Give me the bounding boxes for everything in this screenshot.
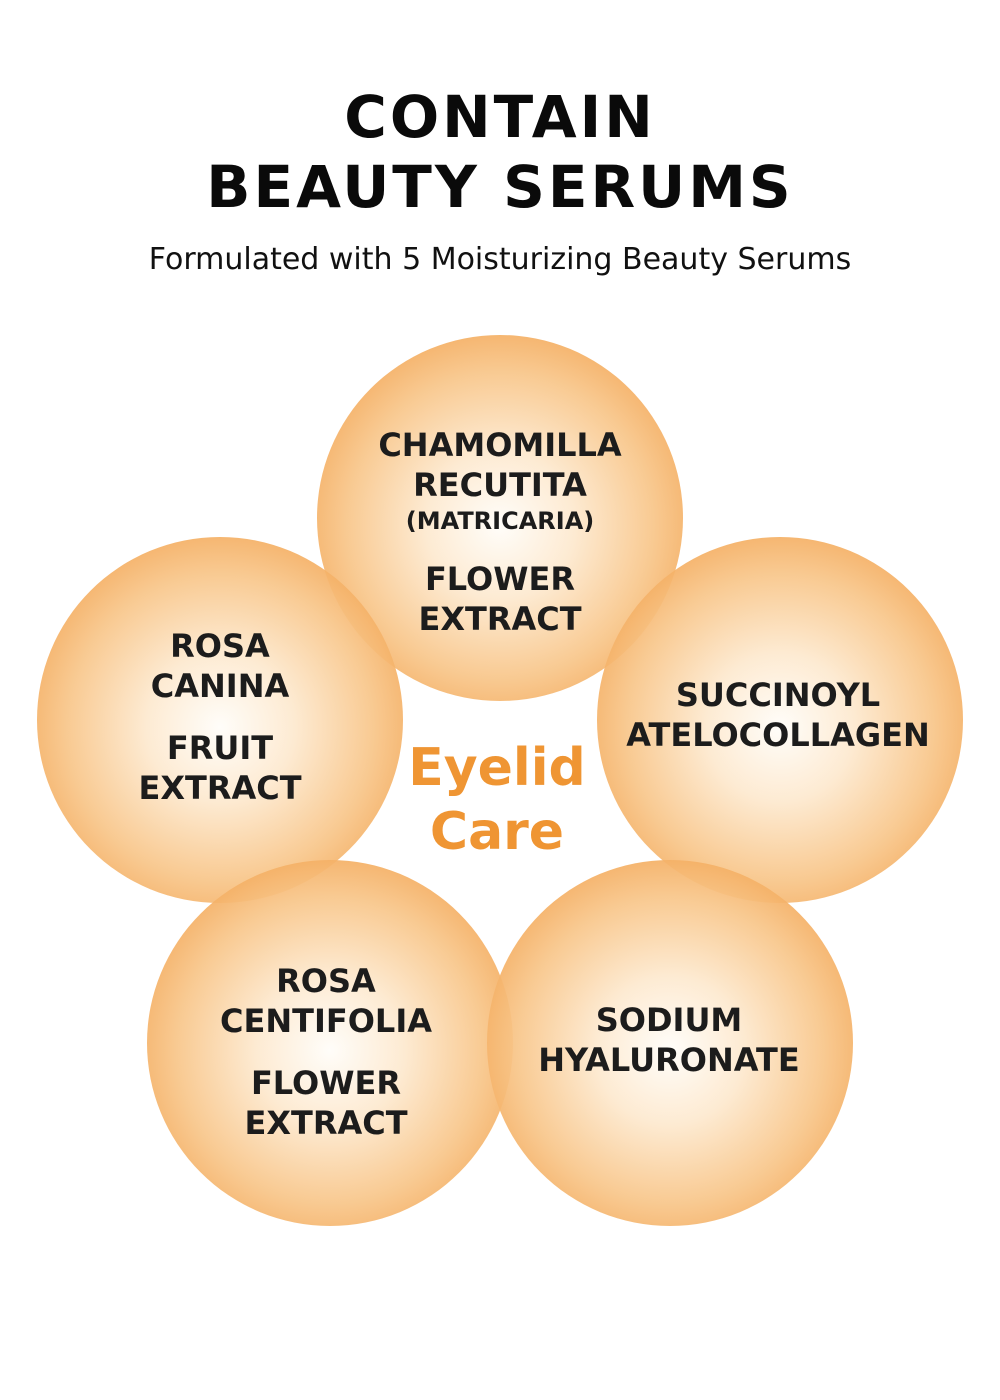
label-rosa-centifolia: ROSA CENTIFOLIA FLOWER EXTRACT bbox=[220, 961, 432, 1143]
label-line: HYALURONATE bbox=[538, 1041, 800, 1079]
label-line: RECUTITA bbox=[413, 466, 587, 504]
title-line-1: CONTAIN bbox=[344, 83, 656, 151]
label-succinoyl: SUCCINOYL ATELOCOLLAGEN bbox=[626, 675, 930, 755]
label-note: (MATRICARIA) bbox=[405, 507, 595, 535]
center-line-1: Eyelid bbox=[408, 738, 586, 798]
circle-rosa-canina bbox=[37, 537, 403, 903]
label-line: EXTRACT bbox=[138, 769, 302, 807]
label-line: CENTIFOLIA bbox=[220, 1002, 432, 1040]
label-line: SUCCINOYL bbox=[675, 676, 881, 714]
label-line: ROSA bbox=[276, 962, 376, 1000]
label-line: CHAMOMILLA bbox=[378, 426, 622, 464]
label-line: FRUIT bbox=[166, 729, 274, 767]
label-line: ATELOCOLLAGEN bbox=[626, 716, 930, 754]
circle-succinoyl bbox=[597, 537, 963, 903]
label-chamomilla: CHAMOMILLA RECUTITA (MATRICARIA) FLOWER … bbox=[378, 425, 621, 639]
label-sodium: SODIUM HYALURONATE bbox=[538, 1000, 799, 1080]
label-line: EXTRACT bbox=[418, 600, 582, 638]
circle-sodium bbox=[487, 860, 853, 1226]
label-line: EXTRACT bbox=[244, 1104, 408, 1142]
label-line: ROSA bbox=[170, 627, 270, 665]
label-line: FLOWER bbox=[424, 560, 576, 598]
label-line: SODIUM bbox=[595, 1001, 743, 1039]
subtitle: Formulated with 5 Moisturizing Beauty Se… bbox=[148, 242, 852, 277]
center-label: Eyelid Care bbox=[408, 736, 586, 864]
center-line-2: Care bbox=[429, 802, 565, 862]
title-line-2: BEAUTY SERUMS bbox=[206, 153, 794, 221]
label-rosa-canina: ROSA CANINA FRUIT EXTRACT bbox=[138, 626, 301, 808]
ingredient-diagram: CHAMOMILLA RECUTITA (MATRICARIA) FLOWER … bbox=[0, 300, 1000, 1260]
circle-rosa-centifolia bbox=[147, 860, 513, 1226]
label-line: CANINA bbox=[150, 667, 290, 705]
label-line: FLOWER bbox=[250, 1064, 402, 1102]
